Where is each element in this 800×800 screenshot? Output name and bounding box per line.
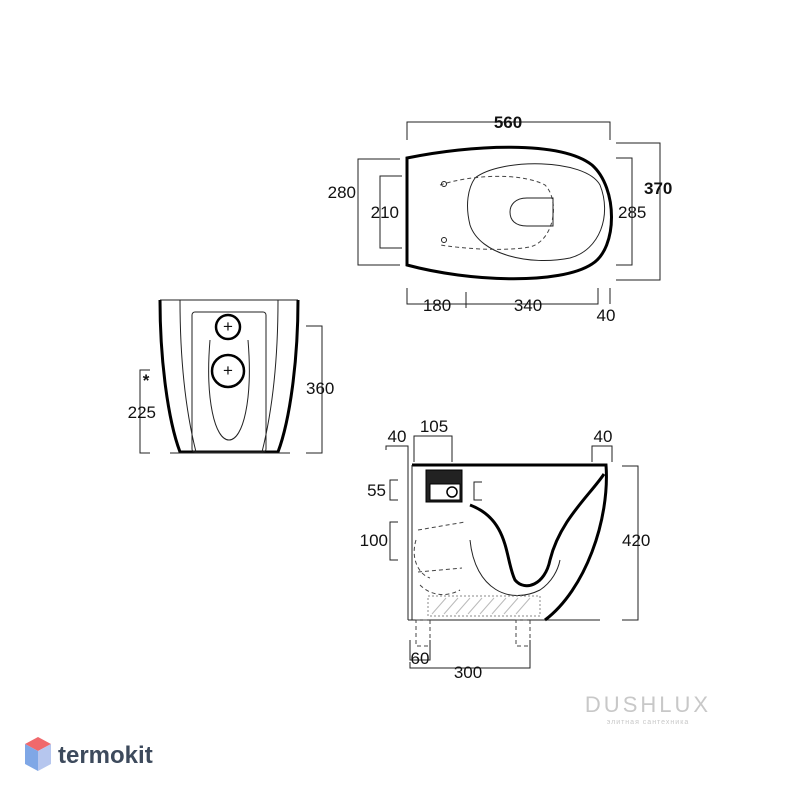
dim-top-inner-left: 210: [371, 203, 399, 222]
termokit-logo: termokit: [25, 737, 153, 771]
side-view: 40 105 40 55 100 420 60 300: [360, 417, 651, 682]
top-view: 560 280 210 370 285 180 340 40: [328, 113, 673, 325]
dim-side-base-left: 60: [411, 649, 430, 668]
top-view-opening: [439, 175, 554, 250]
termokit-cube-icon: [25, 737, 51, 771]
top-view-drain: [509, 197, 554, 227]
dim-top-width: 560: [494, 113, 522, 132]
dim-side-base-depth: 300: [454, 663, 482, 682]
dim-side-rear-gap: 40: [388, 427, 407, 446]
dim-top-depth-left: 280: [328, 183, 356, 202]
termokit-logo-text: termokit: [58, 742, 153, 769]
dim-front-height: 360: [306, 379, 334, 398]
dim-top-inner-right: 285: [618, 203, 646, 222]
dim-top-dist-c: 40: [597, 306, 616, 325]
front-view: + + 360 225 *: [128, 299, 334, 454]
dim-side-front-gap: 40: [594, 427, 613, 446]
dim-side-outlet-span: 100: [360, 531, 388, 550]
front-view-outlet: [210, 353, 246, 389]
top-view-outline: [405, 145, 613, 281]
dim-top-depth: 370: [644, 179, 672, 198]
top-view-fixing-hole: [441, 181, 447, 187]
svg-text:+: +: [223, 317, 233, 336]
dim-top-dist-b: 340: [514, 296, 542, 315]
dim-top-dist-a: 180: [423, 296, 451, 315]
side-view-outline: [412, 463, 608, 622]
dushlux-watermark: DUSHLUX элитная сантехника: [585, 692, 711, 726]
watermark-brand: DUSHLUX: [585, 692, 711, 717]
dim-side-inlet-height: 55: [367, 481, 386, 500]
dim-front-outlet-height: 225: [128, 403, 156, 422]
side-view-outlet-pipe: [413, 521, 466, 596]
top-view-seat-ring: [467, 163, 606, 261]
dim-side-inlet-offset: 105: [420, 417, 448, 436]
side-view-bowl: [469, 473, 606, 588]
top-view-fixing-hole: [441, 237, 447, 243]
side-view-base-hatch: [427, 595, 541, 617]
watermark-tagline: элитная сантехника: [607, 719, 690, 726]
svg-text:+: +: [223, 361, 233, 380]
front-view-inlet: [214, 313, 242, 341]
dim-front-outlet-mark: *: [143, 371, 150, 390]
dim-side-height: 420: [622, 531, 650, 550]
